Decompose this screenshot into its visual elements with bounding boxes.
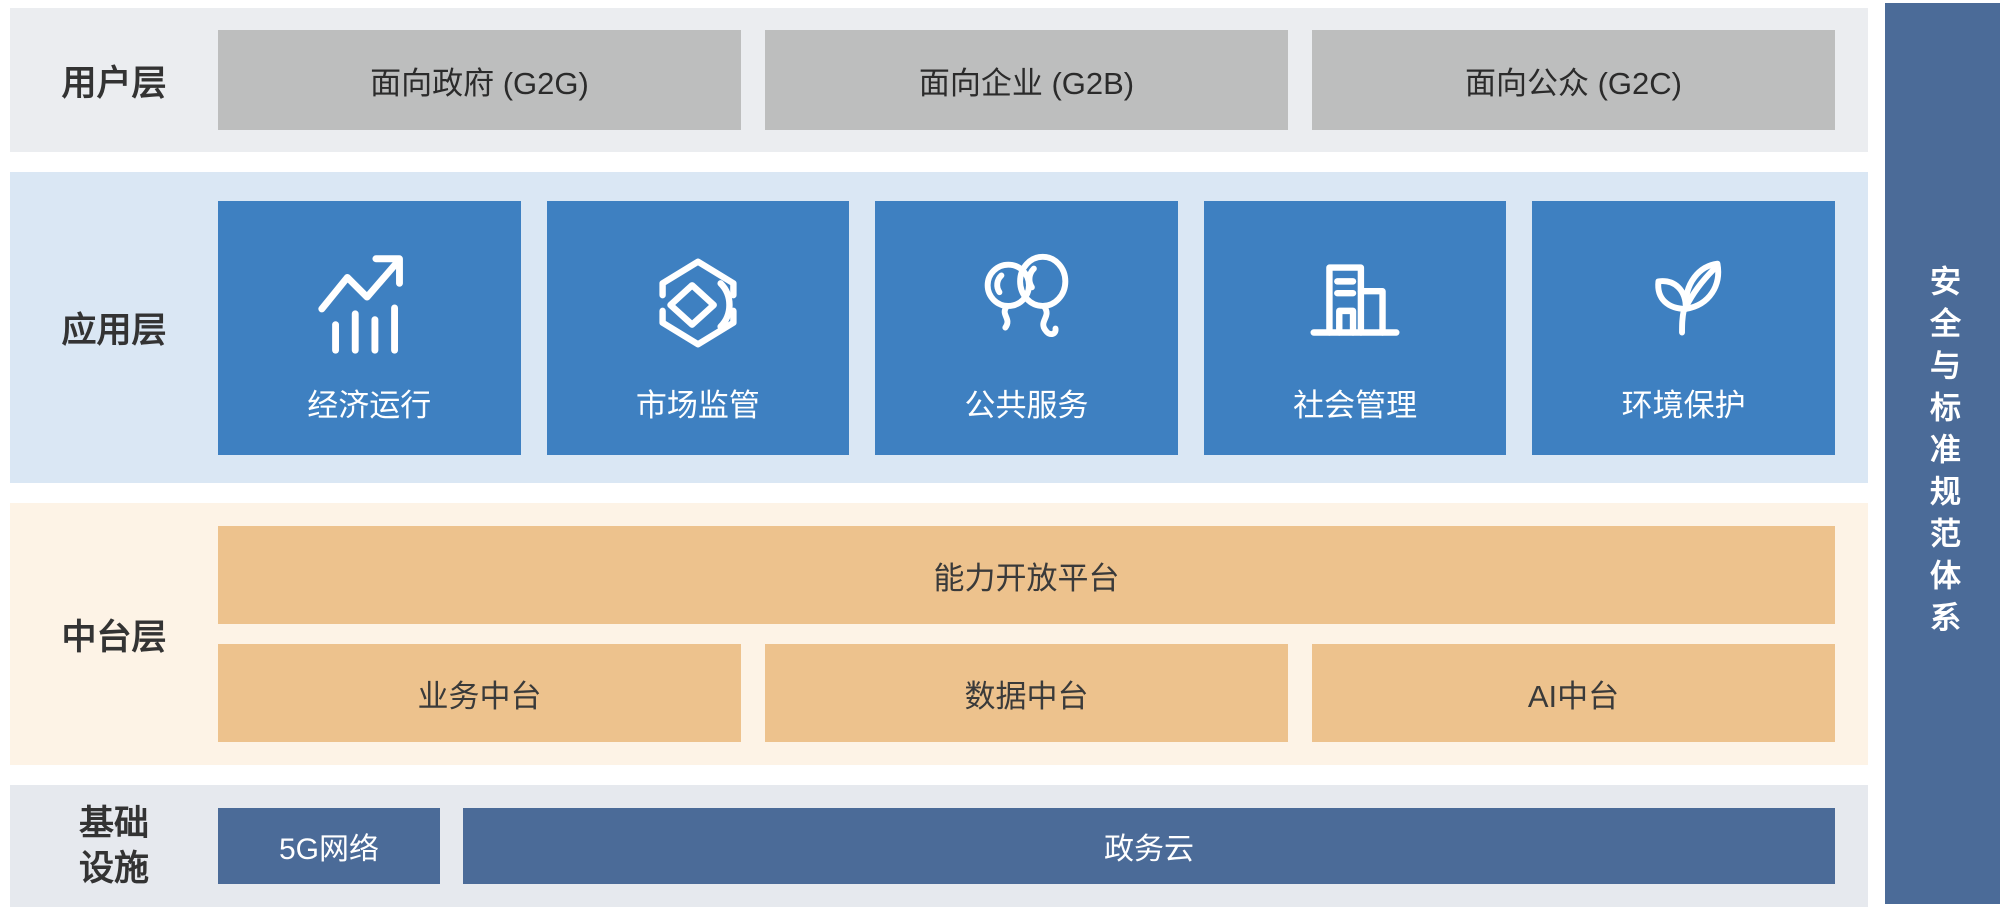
app-box-public: 公共服务 (875, 200, 1178, 455)
layer-app: 应用层 经济运行 (10, 172, 1868, 483)
layer-user-label: 用户层 (61, 63, 167, 103)
ai-middle-label: AI中台 (1527, 678, 1620, 714)
ai-middle-box: AI中台 (1312, 644, 1835, 742)
business-middle-box: 业务中台 (218, 644, 741, 742)
app-box-social: 社会管理 (1203, 200, 1507, 455)
balloons-icon (967, 227, 1085, 380)
gov-cloud-label: 政务云 (1104, 833, 1194, 866)
layer-infra-label-text: 基础设施 (78, 803, 149, 889)
hexagon-cube-icon (639, 227, 757, 380)
security-standards-label: 安全与标准规范体系 (1925, 264, 1960, 643)
middle-platform-row: 业务中台 数据中台 AI中台 (218, 644, 1835, 742)
user-box-g2c-label: 面向公众 (G2C) (1465, 65, 1682, 101)
data-middle-box: 数据中台 (765, 644, 1288, 742)
trend-chart-icon (310, 227, 428, 380)
app-box-market-label: 市场监管 (635, 387, 760, 423)
layer-app-boxes: 经济运行 市场监管 (218, 172, 1868, 483)
layer-middle-boxes: 能力开放平台 业务中台 数据中台 AI中台 (218, 503, 1868, 765)
app-box-public-label: 公共服务 (964, 387, 1089, 423)
layer-middle-label: 中台层 (61, 617, 167, 657)
layers-container: 用户层 面向政府 (G2G) 面向企业 (G2B) 面向公众 (G2C) 应用层 (10, 8, 1868, 907)
layer-middle: 中台层 能力开放平台 业务中台 数据中台 AI中台 (10, 503, 1868, 765)
gov-cloud-box: 政务云 (463, 808, 1835, 884)
app-box-environment: 环境保护 (1532, 200, 1835, 455)
layer-user: 用户层 面向政府 (G2G) 面向企业 (G2B) 面向公众 (G2C) (10, 8, 1868, 152)
layer-app-label: 应用层 (61, 311, 167, 350)
user-box-g2b-label: 面向企业 (G2B) (918, 65, 1135, 101)
business-middle-label: 业务中台 (417, 678, 542, 714)
user-box-g2g: 面向政府 (G2G) (218, 30, 741, 130)
leaf-icon (1625, 227, 1743, 380)
app-box-economy: 经济运行 (218, 200, 521, 455)
building-icon (1296, 227, 1414, 380)
capability-platform-label: 能力开放平台 (933, 560, 1120, 596)
user-box-g2b: 面向企业 (G2B) (765, 30, 1288, 130)
layer-infra: 基础设施 5G网络 政务云 (10, 785, 1868, 907)
app-box-environment-label: 环境保护 (1621, 387, 1746, 423)
data-middle-label: 数据中台 (964, 678, 1089, 714)
user-box-g2g-label: 面向政府 (G2G) (370, 65, 589, 101)
security-standards-bar: 安全与标准规范体系 (1885, 3, 2000, 904)
app-box-market: 市场监管 (546, 200, 850, 455)
layer-infra-label: 基础设施 (10, 785, 218, 907)
layer-infra-boxes: 5G网络 政务云 (218, 785, 1868, 907)
user-box-g2c: 面向公众 (G2C) (1312, 30, 1835, 130)
app-box-economy-label: 经济运行 (307, 387, 432, 423)
network-5g-box: 5G网络 (218, 808, 440, 884)
network-5g-label: 5G网络 (278, 833, 380, 866)
layer-user-boxes: 面向政府 (G2G) 面向企业 (G2B) 面向公众 (G2C) (218, 8, 1868, 152)
app-box-social-label: 社会管理 (1293, 387, 1418, 423)
capability-platform-box: 能力开放平台 (218, 526, 1835, 624)
